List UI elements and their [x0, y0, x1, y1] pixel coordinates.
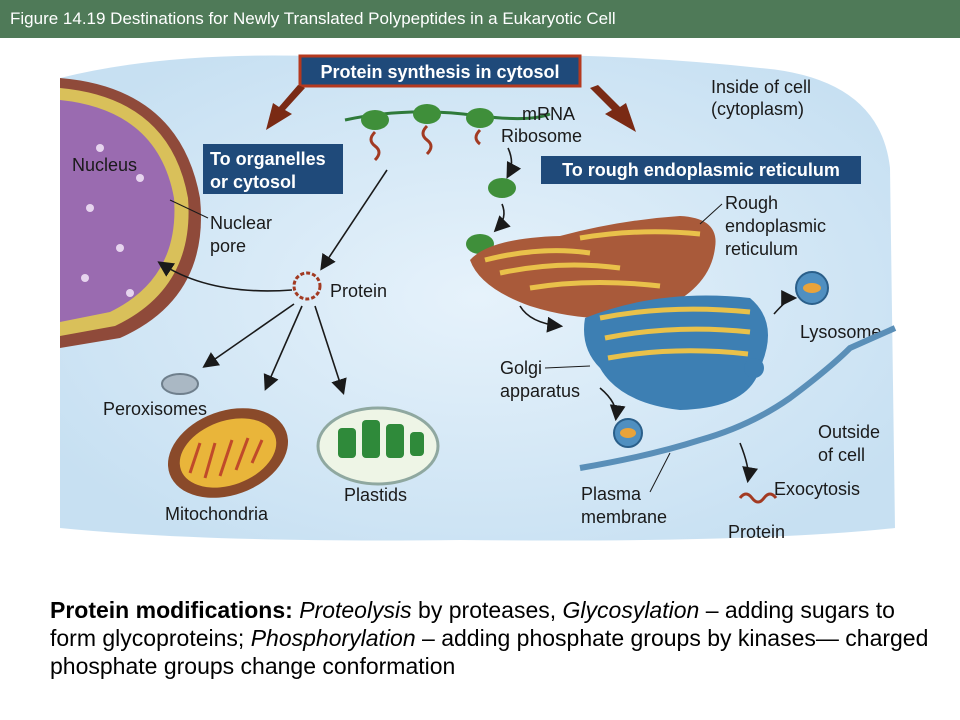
protein-label: Protein	[330, 281, 387, 301]
caption-phosphorylation: Phosphorylation	[250, 625, 416, 651]
plastids-label: Plastids	[344, 485, 407, 505]
secreted-protein-label: Protein	[728, 522, 785, 542]
right-branch-arrow	[590, 85, 636, 132]
plasma-membrane-pointer	[649, 452, 671, 493]
plastid-thylakoids	[338, 420, 424, 458]
nuclear-pore-label: pore	[210, 236, 246, 256]
outside-cell-label: Outside	[818, 422, 880, 442]
golgi-label: Golgi	[500, 358, 542, 378]
cytosolic-protein	[292, 271, 322, 301]
nascent-polypeptide	[369, 130, 381, 162]
rough-er-label: Rough	[725, 193, 778, 213]
golgi-pointer	[544, 365, 591, 369]
golgi-label: apparatus	[500, 381, 580, 401]
protein-to-peroxisome-arrow	[202, 303, 295, 368]
organelles-box-label: To organelles	[210, 149, 326, 169]
mitochondria-label: Mitochondria	[165, 504, 269, 524]
caption-text: by proteases,	[411, 597, 563, 623]
mitochondrion-cristae	[188, 437, 264, 479]
title-bar: Figure 14.19 Destinations for Newly Tran…	[0, 0, 960, 38]
inside-cell-label: Inside of cell	[711, 77, 811, 97]
nuclear-pore-pointer	[169, 199, 209, 219]
plasma-membrane-label: Plasma	[581, 484, 642, 504]
er-to-golgi-arrow	[519, 305, 564, 333]
nascent-polypeptide	[421, 124, 433, 156]
peroxisomes-label: Peroxisomes	[103, 399, 207, 419]
rough-er-pointer	[699, 203, 723, 225]
ribosome-label: Ribosome	[501, 126, 582, 146]
caption-glycosylation: Glycosylation	[562, 597, 700, 623]
caption-lead: Protein modifications:	[50, 597, 293, 623]
nuclear-pore-label: Nuclear	[210, 213, 272, 233]
protein-modifications-caption: Protein modifications: Proteolysis by pr…	[50, 596, 930, 680]
caption-text: – adding sugars to form glycoproteins;	[50, 597, 895, 651]
rough-er-label: endoplasmic	[725, 216, 826, 236]
peroxisome	[161, 373, 199, 395]
protein-to-mitochondrion-arrow	[263, 305, 303, 391]
rough-er-label: reticulum	[725, 239, 798, 259]
caption-proteolysis: Proteolysis	[299, 597, 412, 623]
nucleus-label: Nucleus	[72, 155, 137, 175]
synthesis-to-protein-arrow	[320, 169, 388, 271]
organelles-box-label: or cytosol	[210, 172, 296, 192]
exocytosis-arrow	[739, 442, 758, 484]
protein-destinations-diagram: Nucleus Protein synthesis in cytosol mRN…	[60, 54, 897, 542]
protein-to-nucleus-arrow	[157, 261, 293, 292]
plasma-membrane-label: membrane	[581, 507, 667, 527]
figure-title: Figure 14.19 Destinations for Newly Tran…	[10, 9, 616, 28]
protein-to-plastid-arrow	[314, 305, 347, 396]
secreted-protein	[738, 492, 778, 504]
ribosome	[488, 178, 516, 198]
rough-er-cisternae	[484, 229, 701, 291]
golgi-cisternae	[599, 306, 751, 361]
lysosome-label: Lysosome	[800, 322, 881, 342]
synthesis-box	[298, 54, 582, 88]
plasma-membrane	[579, 325, 897, 471]
left-branch-arrow	[266, 85, 305, 130]
exocytosis-label: Exocytosis	[774, 479, 860, 499]
ribosome-to-er-arrow	[493, 203, 511, 233]
ribosome	[361, 104, 494, 130]
golgi-to-lysosome-arrow	[773, 290, 798, 315]
golgi-vesicle	[744, 358, 764, 378]
golgi-to-vesicle-arrow	[599, 387, 626, 422]
caption-text: – adding phosphate groups by kinases— ch…	[50, 625, 929, 679]
ribosome-to-er-arrow	[506, 147, 522, 179]
synthesis-box-label: Protein synthesis in cytosol	[320, 62, 559, 82]
outside-cell-label: of cell	[818, 445, 865, 465]
nascent-polypeptide	[474, 128, 482, 146]
nucleus	[60, 78, 201, 348]
rough-er-box	[541, 156, 861, 184]
organelles-box	[203, 144, 343, 194]
mrna-label: mRNA	[522, 104, 575, 124]
rough-er-box-label: To rough endoplasmic reticulum	[562, 160, 840, 180]
inside-cell-label: (cytoplasm)	[711, 99, 804, 119]
